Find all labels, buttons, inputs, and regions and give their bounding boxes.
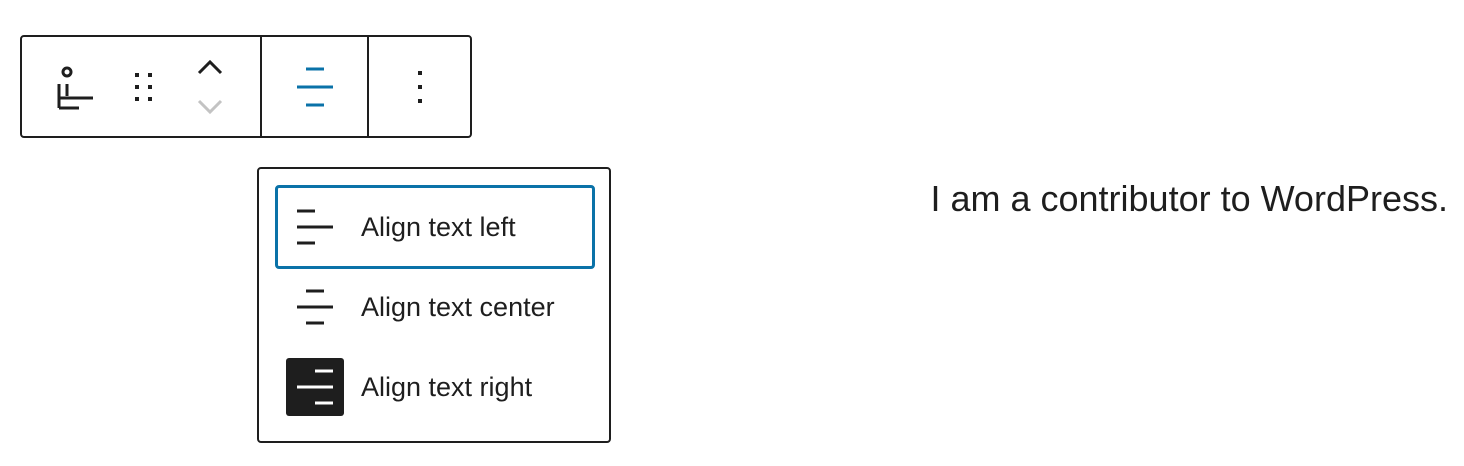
more-vertical-icon <box>417 70 422 103</box>
menu-item-align-left[interactable]: Align text left <box>275 185 595 269</box>
menu-item-label: Align text center <box>361 291 555 322</box>
drag-handle-button[interactable] <box>124 57 164 117</box>
block-toolbar-group-more <box>367 37 470 136</box>
align-left-icon <box>286 198 344 256</box>
block-toolbar-group-align <box>260 37 367 136</box>
block-toolbar-group-block <box>22 37 260 136</box>
move-up-button[interactable] <box>190 47 230 87</box>
paragraph-block-icon <box>57 66 93 109</box>
alignment-dropdown-menu: Align text left Align text center Align … <box>257 167 611 443</box>
options-button[interactable] <box>415 67 425 107</box>
menu-item-label: Align text left <box>361 211 516 242</box>
chevron-up-icon <box>197 59 223 74</box>
chevron-down-icon <box>197 99 223 114</box>
block-movers <box>190 45 230 129</box>
align-center-icon <box>286 278 344 336</box>
block-toolbar <box>20 35 472 138</box>
paragraph-block-text[interactable]: I am a contributor to WordPress. <box>930 178 1448 219</box>
align-text-button[interactable] <box>294 65 336 109</box>
align-center-icon <box>296 67 333 106</box>
menu-item-label: Align text right <box>361 371 533 402</box>
drag-handle-icon <box>135 72 152 101</box>
menu-item-align-center[interactable]: Align text center <box>275 265 595 349</box>
menu-item-align-right[interactable]: Align text right <box>275 345 595 429</box>
move-down-button[interactable] <box>190 87 230 127</box>
block-type-button[interactable] <box>50 57 102 117</box>
align-right-icon <box>286 358 344 416</box>
